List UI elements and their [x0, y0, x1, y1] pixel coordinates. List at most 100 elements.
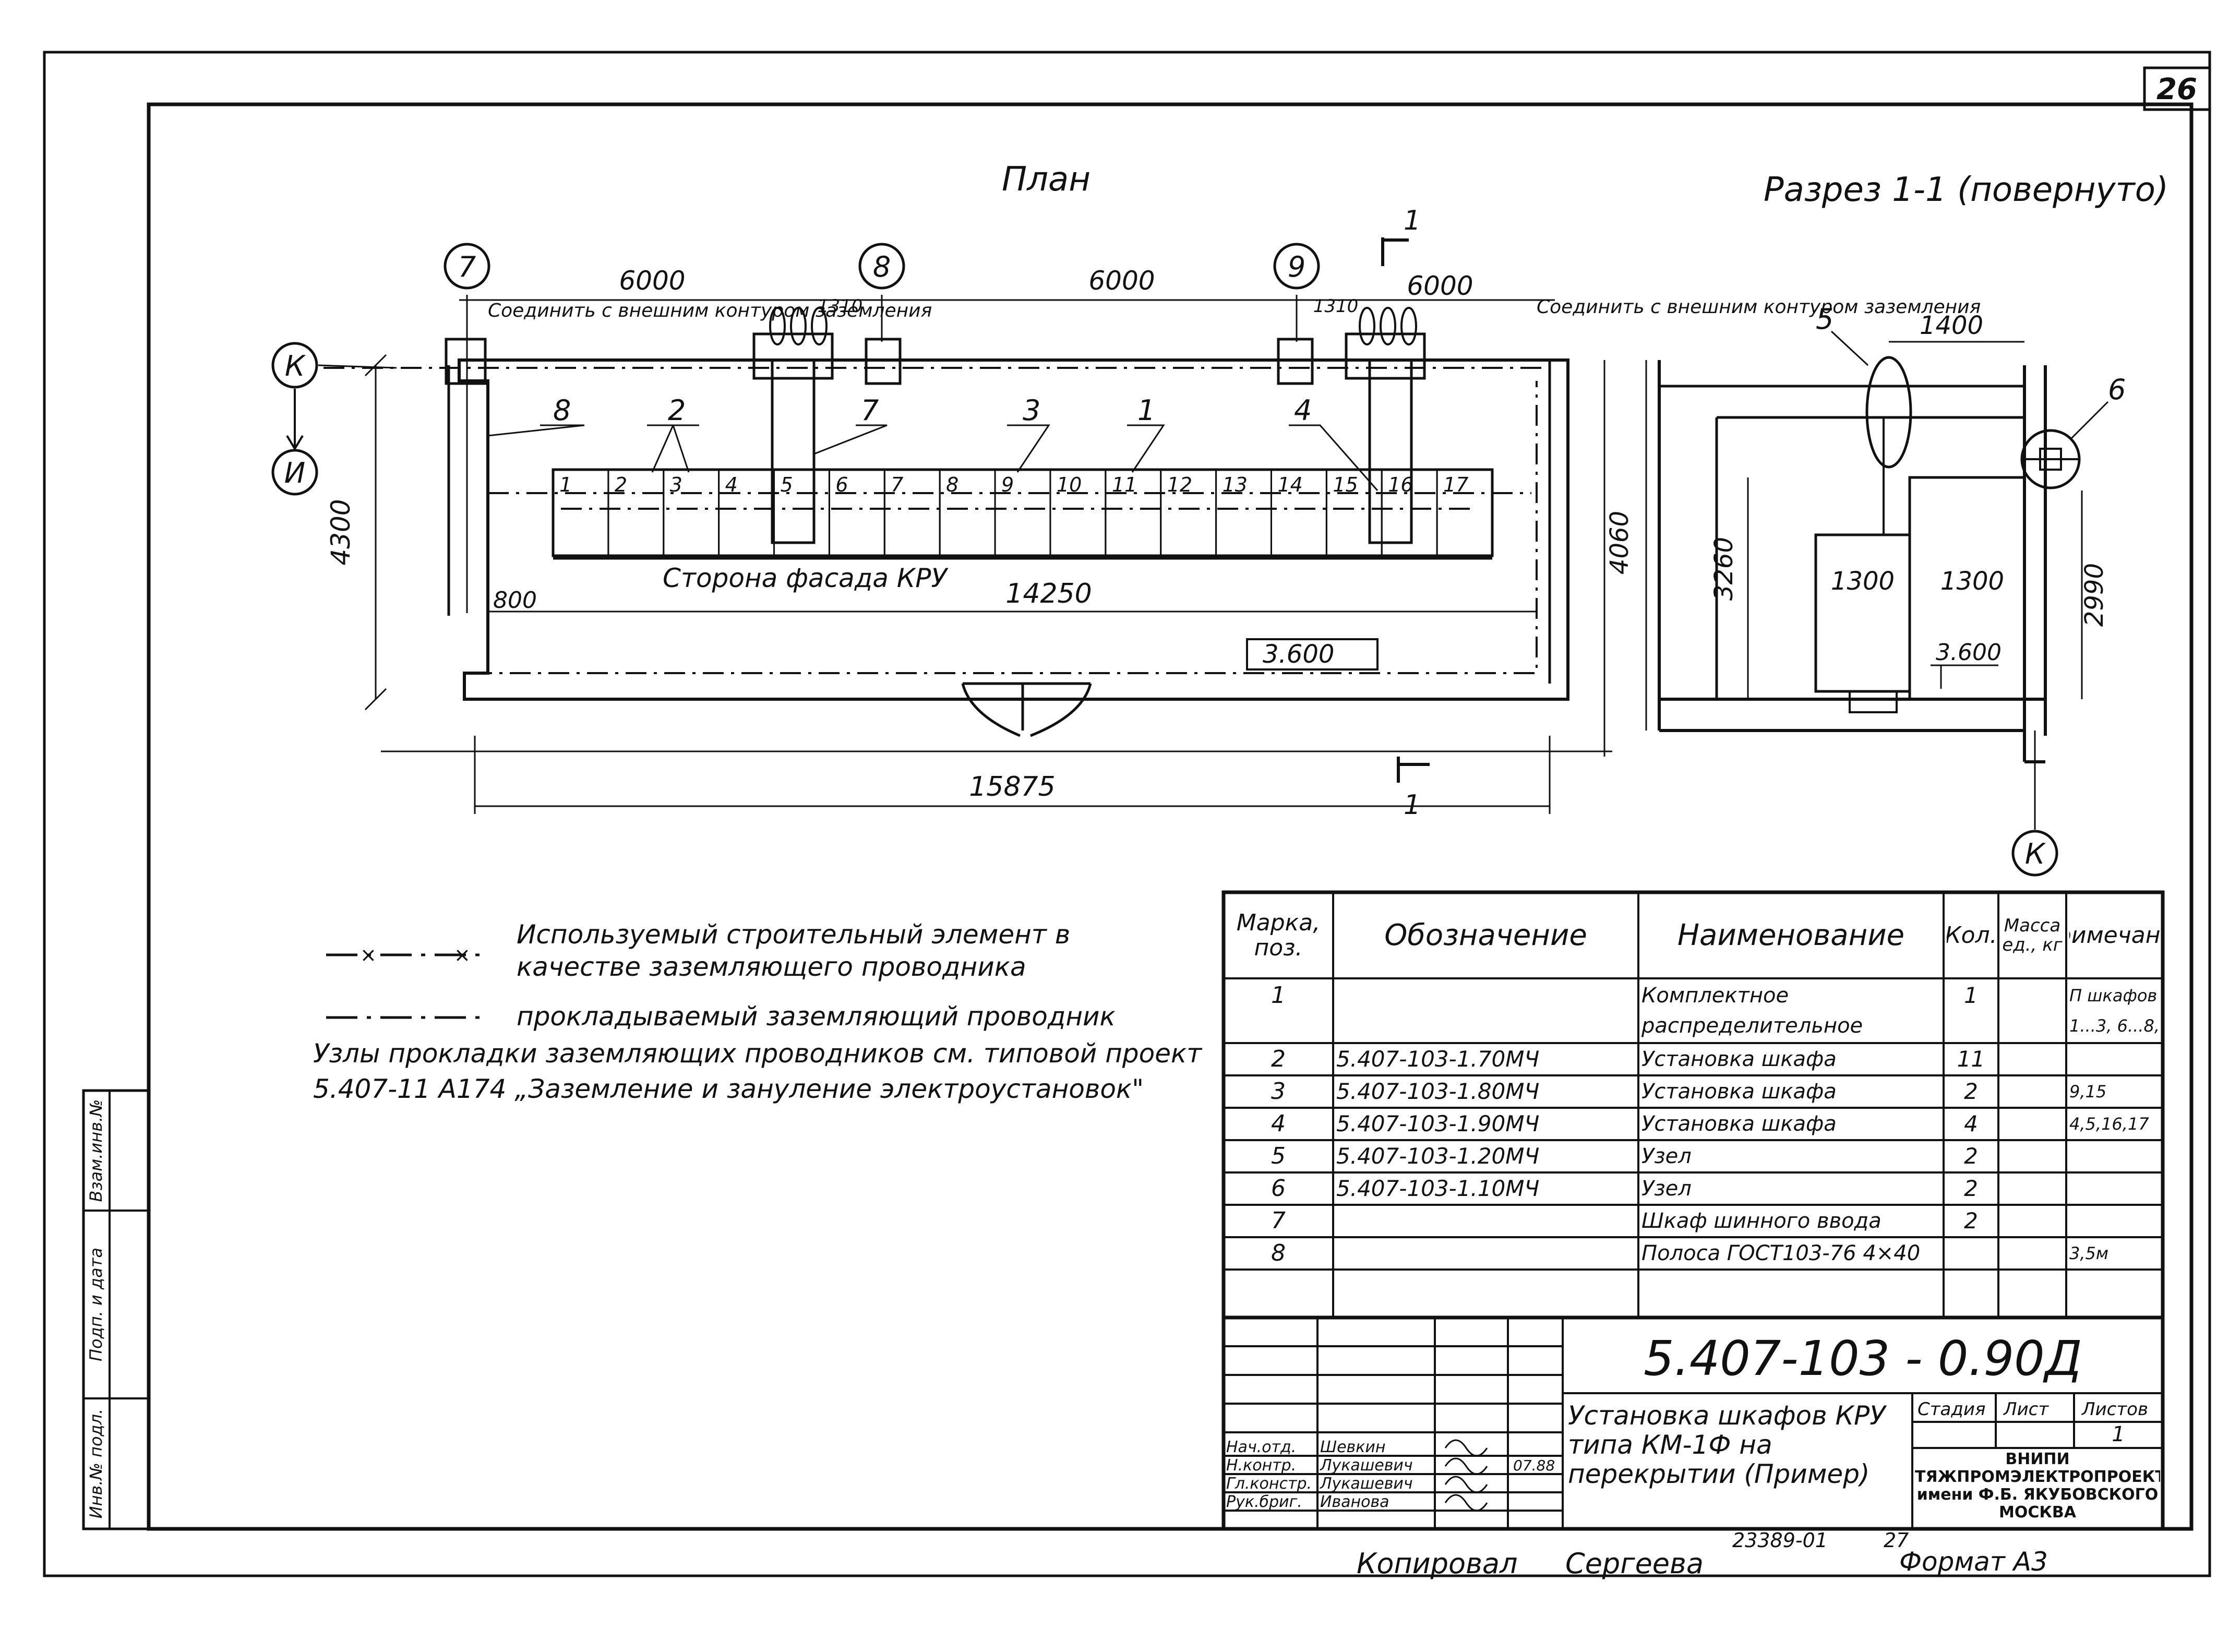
- spec-cell-qty: 11: [1957, 1046, 1985, 1072]
- spec-cell: 7: [1271, 1207, 1286, 1234]
- svg-text:Нач.отд.: Нач.отд.: [1226, 1438, 1296, 1456]
- spec-cell: П шкафов 1...3, 6...8, 10...14: [2069, 986, 2160, 1036]
- spec-cell: Узел: [1641, 1177, 1692, 1201]
- spec-header-qty: Кол.: [1947, 921, 1995, 949]
- spec-cell-name: Шкаф шинного ввода ШШВЧ: [1641, 1209, 1882, 1233]
- spec-cell-name: Установка шкафа: [1641, 1080, 1837, 1104]
- section-mark-bottom-label: 1: [1404, 789, 1421, 821]
- approval-date: 07.88: [1513, 1457, 1555, 1474]
- spec-cell: 5.407-103-1.70МЧ: [1336, 1046, 1540, 1072]
- doc-code: 5.407-103 - 0.90Д: [1644, 1331, 2082, 1386]
- spec-cell-code: 5.407-103-1.10МЧ: [1336, 1176, 1540, 1201]
- title-block-grid: [1224, 1318, 2163, 1529]
- kru-cabinet-number: 15: [1333, 473, 1358, 496]
- spec-header-code: Обозначение: [1384, 918, 1587, 952]
- spec-cell: 4,5,16,17: [2069, 1114, 2149, 1134]
- dim-width-left: 4300: [326, 499, 356, 565]
- kru-cabinet-number: 3: [670, 473, 682, 496]
- spec-header-mass: Масса ед., кг: [2002, 915, 2063, 955]
- spec-cell: 3: [1271, 1078, 1286, 1105]
- footer-format: Формат А3: [1899, 1547, 2048, 1577]
- kru-cabinet-number: 8: [946, 473, 958, 496]
- svg-text:Н.контр.: Н.контр.: [1226, 1456, 1296, 1475]
- node-6-detail: [2022, 448, 2079, 471]
- column-8: [865, 338, 902, 385]
- spec-cell: 11: [1957, 1046, 1985, 1072]
- spec-cell-code: 5.407-103-1.90МЧ: [1336, 1111, 1540, 1136]
- dim-offset-2: 1310: [1313, 296, 1359, 317]
- spec-cell: 5.407-103-1.10МЧ: [1336, 1176, 1540, 1201]
- legend-symbol-1-x2: ×: [454, 943, 471, 966]
- spec-cell-qty: 2: [1964, 1208, 1978, 1234]
- section-mark-top: [1381, 237, 1409, 266]
- spec-cell: Полоса ГОСТ103-76 4×40: [1641, 1241, 1921, 1265]
- spec-cell-qty: 2: [1964, 1176, 1978, 1201]
- spec-cell: Узел: [1641, 1144, 1692, 1168]
- spec-cell-qty: 2: [1964, 1079, 1978, 1104]
- legend-item-2: прокладываемый заземляющий проводник: [517, 1001, 1116, 1032]
- doc-title: Установка шкафов КРУ типа КМ-1Ф на перек…: [1568, 1401, 1886, 1489]
- kru-cabinet-number: 16: [1388, 473, 1413, 496]
- callout-2: 2: [668, 394, 686, 427]
- dim-line-bottom: [381, 736, 1612, 814]
- section-mark-bottom: [1397, 757, 1430, 783]
- spec-cell-name: Установка шкафа: [1641, 1047, 1837, 1071]
- side-stamps: Взам.инв.№ Подп. и дата Инв.№ подл.: [82, 1089, 150, 1530]
- sec-level-mark: [1931, 664, 1998, 689]
- connect-note-1: Соединить с внешним контуром заземления: [488, 300, 932, 321]
- insulators: [769, 307, 1417, 345]
- callout-8: 8: [553, 394, 571, 427]
- footer-archive: 23389-01: [1732, 1529, 1828, 1552]
- spec-cell-note: П шкафов 1...3, 6...8, 10...14: [2069, 986, 2160, 1036]
- svg-text:Рук.бриг.: Рук.бриг.: [1226, 1493, 1302, 1511]
- wall-pier-1: [752, 332, 834, 380]
- axis-bubble-i: И: [271, 449, 318, 496]
- column-9: [1277, 338, 1314, 385]
- spec-cell: 5.407-103-1.20МЧ: [1336, 1143, 1539, 1169]
- spec-cell-name: Полоса ГОСТ103-76 4×40: [1641, 1241, 1921, 1265]
- stamp-replace: Взам.инв.№: [86, 1099, 106, 1202]
- callout-1: 1: [1137, 394, 1155, 427]
- sheet-number-box: [2143, 66, 2211, 111]
- axis-bubble-k: К: [271, 342, 318, 389]
- spec-cell: Установка шкафа: [1641, 1080, 1837, 1104]
- column-7: [445, 338, 487, 385]
- spec-header-cell: Обозначение: [1384, 918, 1587, 952]
- sheet-number: 26: [2156, 73, 2197, 106]
- spec-cell: 2: [1964, 1079, 1978, 1104]
- stage-label: Стадия: [1918, 1399, 1985, 1420]
- spec-cell: Шкаф шинного ввода ШШВЧ: [1641, 1209, 1882, 1233]
- svg-text:К: К: [285, 350, 306, 382]
- spec-cell-pos: 2: [1271, 1046, 1286, 1072]
- section-mark-top-label: 1: [1404, 205, 1421, 236]
- kru-cabinet-number: 10: [1057, 473, 1082, 496]
- spec-cell: 4: [1271, 1110, 1286, 1137]
- section-view: 1400 4060 3260 1300 1300 2990 3.600 5 6 …: [1605, 303, 2126, 877]
- org-box: ВНИПИ ТЯЖПРОМЭЛЕКТРОПРОЕКТ имени Ф.Б. ЯК…: [1915, 1451, 2160, 1522]
- spec-header-cell: Марка, поз.: [1237, 910, 1320, 960]
- spec-cell-code: 5.407-103-1.70МЧ: [1336, 1046, 1540, 1072]
- staff-list: Нач.отд. Шевкин Н.контр. Лукашевич Гл.ко…: [1226, 1438, 1555, 1512]
- kru-cabinet-number: 12: [1167, 473, 1192, 496]
- dim-length-total: 15875: [969, 771, 1055, 803]
- spec-cell: 3,5м: [2069, 1243, 2108, 1263]
- sec-dim-w2: 1300: [1940, 567, 2004, 596]
- sec-level: 3.600: [1936, 639, 2002, 666]
- title-block: 5.407-103 - 0.90Д Установка шкафов КРУ т…: [1221, 1315, 2165, 1531]
- axis-bubble-8: 8: [858, 243, 905, 290]
- spec-header-cell: Примечание: [2069, 923, 2160, 948]
- svg-text:Лукашевич: Лукашевич: [1320, 1475, 1413, 1493]
- spec-cell-name: Узел: [1641, 1144, 1692, 1168]
- kru-cabinet-number: 1: [559, 473, 572, 496]
- bus-entry-cabinet-1: [771, 358, 816, 544]
- callout-6: 6: [2108, 373, 2126, 406]
- sec-dim-mid: 3260: [1709, 537, 1739, 601]
- spec-cell-pos: 6: [1271, 1175, 1286, 1202]
- sheet-label: Лист: [2003, 1399, 2049, 1420]
- dim-span-1: 6000: [619, 266, 685, 296]
- spec-cell-pos: 3: [1271, 1078, 1286, 1105]
- kru-cabinet-number: 4: [725, 473, 738, 496]
- spec-cell-note: 9,15: [2069, 1082, 2107, 1102]
- spec-cell: 2: [1964, 1208, 1978, 1234]
